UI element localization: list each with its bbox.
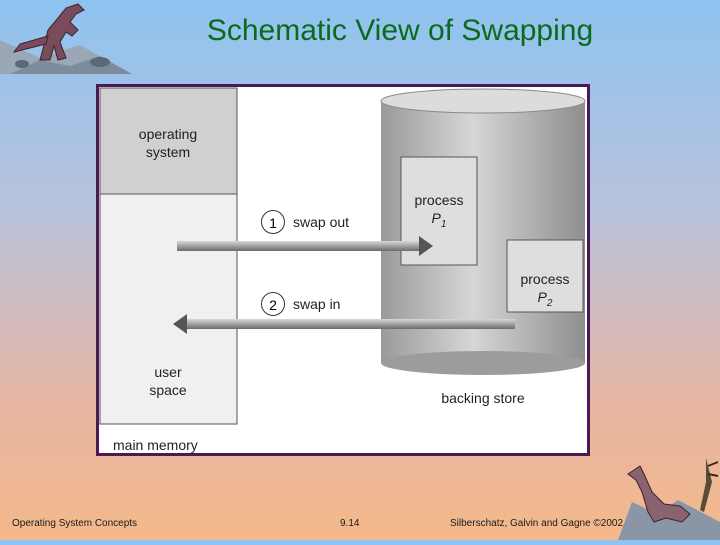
user-space-label: user space	[123, 363, 213, 399]
slide-title: Schematic View of Swapping	[206, 14, 594, 47]
step-1-badge: 1	[261, 210, 285, 234]
diagram-frame: operating system user space main memory …	[96, 84, 590, 456]
footer-course: Operating System Concepts	[12, 518, 138, 529]
process-p2-box	[506, 239, 584, 313]
process-p2-label: process P2	[520, 271, 570, 309]
os-label: operating system	[138, 126, 198, 160]
process-p1-label: process P1	[414, 192, 464, 230]
swap-in-arrow	[173, 314, 515, 334]
swap-out-arrow	[177, 236, 433, 256]
dinosaur-logo-icon	[0, 0, 132, 74]
footer-page-number: 9.14	[340, 518, 360, 529]
swap-in-label: swap in	[293, 296, 341, 312]
backing-store-caption: backing store	[441, 390, 525, 406]
swap-out-label: swap out	[293, 214, 350, 230]
footer-authors: Silberschatz, Galvin and Gagne ©2002	[450, 518, 624, 529]
dinosaur-logo-bottom-icon	[618, 452, 720, 540]
main-memory-caption: main memory	[113, 437, 198, 453]
step-2-badge: 2	[261, 292, 285, 316]
os-region	[99, 87, 238, 195]
